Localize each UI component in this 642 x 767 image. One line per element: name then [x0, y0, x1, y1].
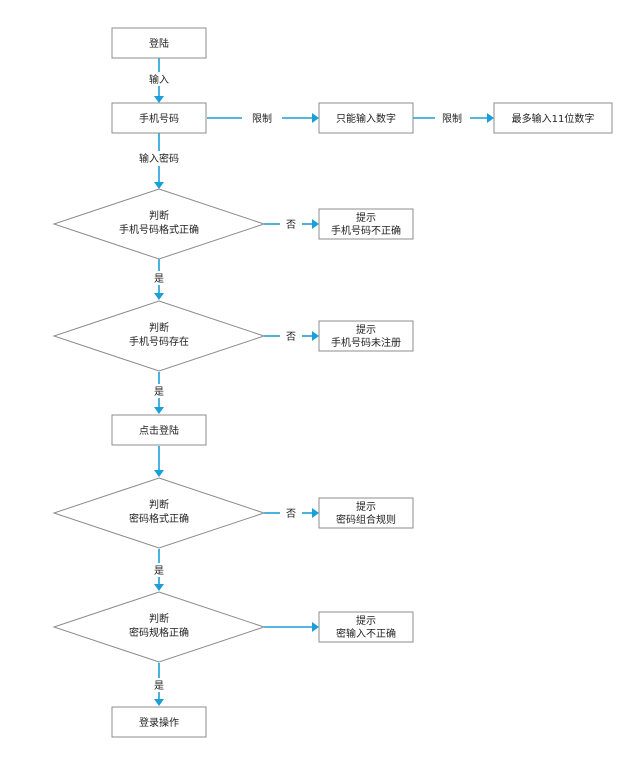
edge-label-yes-2: 是: [154, 386, 164, 398]
edge-labels: 输入 限制 限制 输入密码 否 是 否 是 否 是 是: [139, 73, 462, 692]
arrowhead-final: [154, 699, 164, 706]
node-tip-unregistered: 提示 手机号码未注册: [318, 320, 414, 352]
arrowhead-max: [487, 113, 494, 123]
node-check-phone-exists: 判断 手机号码存在: [52, 300, 266, 372]
node-tip-unregistered-line1: 提示: [356, 324, 376, 336]
arrowhead-digits: [312, 113, 319, 123]
node-tip-wrong-input: 提示 密输入不正确: [318, 611, 414, 643]
node-tip-unregistered-line2: 手机号码未注册: [331, 336, 401, 349]
node-check-password-rule: 判断 密码规格正确: [52, 591, 266, 663]
node-tip-format-line1: 提示: [356, 212, 376, 224]
node-check-password-format-line2: 密码格式正确: [129, 512, 189, 525]
node-tip-password-rule-line1: 提示: [356, 501, 376, 513]
node-digits-only-label: 只能输入数字: [336, 112, 396, 125]
edge-label-no-1: 否: [286, 219, 296, 231]
arrowhead-phone: [154, 96, 164, 103]
edge-label-limit-2: 限制: [442, 112, 462, 125]
arrowhead-check-pwd: [154, 470, 164, 477]
arrowhead-check-rule: [154, 584, 164, 591]
node-check-phone-exists-line2: 手机号码存在: [129, 335, 189, 348]
node-check-phone-format-line2: 手机号码格式正确: [119, 223, 199, 236]
node-tip-password-rule: 提示 密码组合规则: [318, 497, 414, 529]
arrowhead-click-login: [154, 407, 164, 414]
node-check-phone-format-line1: 判断: [149, 209, 169, 222]
node-tip-format-line2: 手机号码不正确: [331, 224, 401, 237]
arrowhead-check-format: [154, 182, 164, 189]
node-final: 登录操作: [111, 706, 207, 738]
arrowhead-tip-pwd: [312, 508, 319, 518]
node-phone: 手机号码: [111, 102, 207, 134]
edge-label-input: 输入: [149, 73, 169, 86]
connectors: [154, 58, 494, 706]
node-click-login-label: 点击登陆: [139, 424, 179, 437]
node-check-password-rule-line1: 判断: [149, 612, 169, 625]
edge-label-input-password: 输入密码: [139, 152, 179, 165]
node-check-password-format: 判断 密码格式正确: [52, 477, 266, 549]
node-check-password-rule-line2: 密码规格正确: [129, 626, 189, 639]
node-tip-format: 提示 手机号码不正确: [318, 208, 414, 240]
edge-label-no-3: 否: [286, 508, 296, 520]
edge-label-yes-1: 是: [154, 273, 164, 285]
node-digits-only: 只能输入数字: [318, 102, 414, 134]
edge-label-yes-4: 是: [154, 680, 164, 692]
node-tip-wrong-input-line1: 提示: [356, 615, 376, 627]
node-tip-wrong-input-line2: 密输入不正确: [336, 627, 396, 640]
node-phone-label: 手机号码: [139, 112, 179, 125]
node-tip-password-rule-line2: 密码组合规则: [336, 513, 396, 526]
arrowhead-check-exist: [154, 293, 164, 300]
arrowhead-tip-wrong: [312, 622, 319, 632]
node-check-phone-exists-line1: 判断: [149, 321, 169, 334]
node-max-digits: 最多输入11位数字: [493, 102, 613, 134]
edge-label-yes-3: 是: [154, 565, 164, 577]
node-final-label: 登录操作: [139, 716, 179, 729]
node-click-login: 点击登陆: [111, 414, 207, 446]
node-login: 登陆: [111, 27, 207, 59]
edge-label-no-2: 否: [286, 331, 296, 343]
node-check-phone-format: 判断 手机号码格式正确: [52, 188, 266, 260]
node-check-password-format-line1: 判断: [149, 498, 169, 511]
arrowhead-tip-format: [312, 219, 319, 229]
node-max-digits-label: 最多输入11位数字: [512, 112, 595, 125]
arrowhead-tip-unreg: [312, 331, 319, 341]
edge-label-limit-1: 限制: [252, 112, 272, 125]
node-login-label: 登陆: [149, 37, 169, 50]
